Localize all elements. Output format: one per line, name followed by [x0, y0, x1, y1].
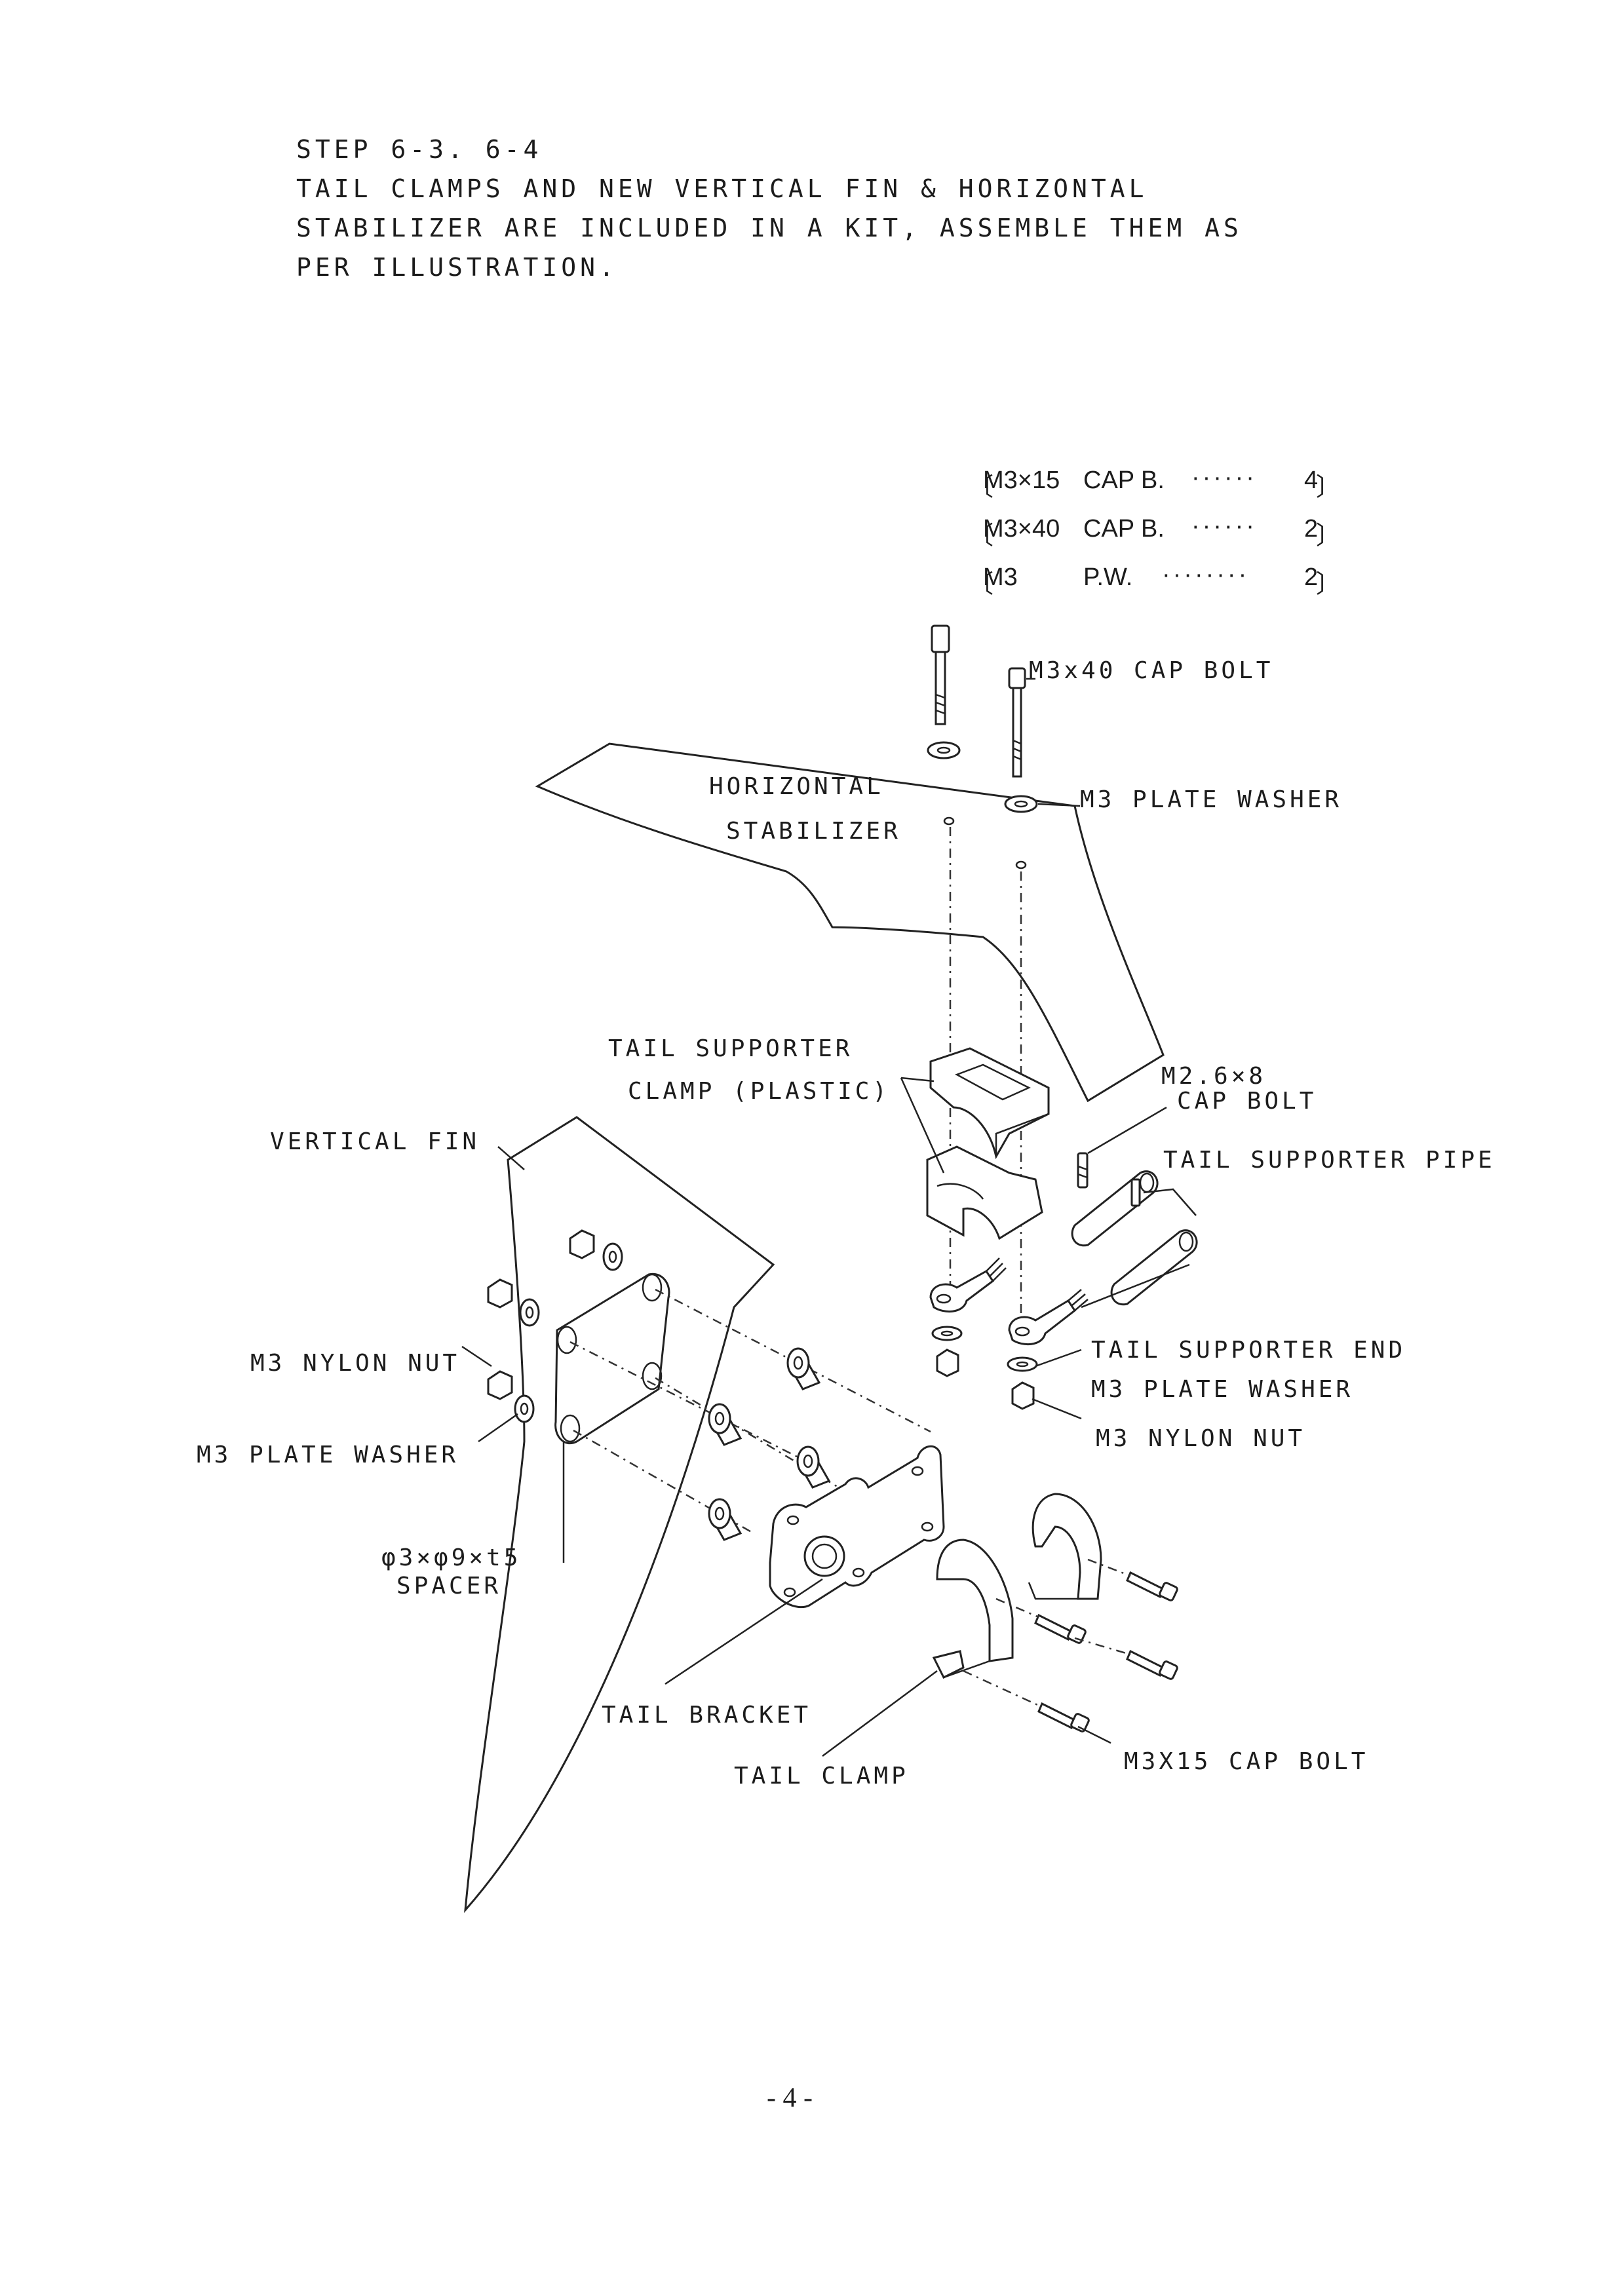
plate-washer-top-left	[927, 741, 961, 759]
label-m3-nylon-nut-right: M3 NYLON NUT	[1096, 1425, 1306, 1452]
nylon-nut-fin-2	[487, 1278, 513, 1309]
fin-mounting-plate	[554, 1272, 670, 1445]
nylon-nut-fin-1	[569, 1229, 595, 1259]
tail-supporter-clamp-lower	[926, 1145, 1043, 1240]
m3x15-bolt-shank-top	[935, 651, 946, 725]
m3x15-bolt-4	[1037, 1702, 1076, 1730]
parts-list-item: 〔 M3 P.W. ········ 2 〕	[969, 561, 1341, 598]
part-name: M3×15	[983, 467, 1060, 494]
tail-clamp-lower	[936, 1539, 1014, 1662]
nylon-nut-fin-3	[487, 1370, 513, 1400]
plate-washer-fin-2	[519, 1298, 540, 1327]
label-horizontal-stabilizer-2: STABILIZER	[726, 818, 901, 845]
part-qty: 2	[1304, 515, 1319, 543]
label-tail-bracket: TAIL BRACKET	[602, 1702, 812, 1729]
label-tail-clamp: TAIL CLAMP	[734, 1763, 909, 1789]
instructions-block: STEP 6-3. 6-4 TAIL CLAMPS AND NEW VERTIC…	[296, 130, 1243, 287]
label-m3-plate-washer-left: M3 PLATE WASHER	[197, 1442, 459, 1468]
parts-list-item: 〔 M3×40 CAP B. ······ 2 〕	[969, 512, 1341, 550]
plate-washer-top-right	[1004, 795, 1038, 813]
nylon-nut-end-left	[936, 1349, 959, 1377]
m3x40-bolt-shank	[1012, 687, 1022, 778]
m3x15-bolt-1	[1126, 1571, 1165, 1599]
pipe-set-screw	[1130, 1178, 1141, 1207]
label-vertical-fin: VERTICAL FIN	[270, 1128, 480, 1155]
instruction-line-2: STABILIZER ARE INCLUDED IN A KIT, ASSEMB…	[296, 214, 1243, 242]
label-m26x8-2: CAP BOLT	[1177, 1088, 1317, 1115]
m3x40-bolt-head	[1008, 667, 1026, 689]
part-kind: CAP B.	[1083, 515, 1165, 543]
part-name: M3	[983, 564, 1018, 591]
m3x15-bolt-2	[1034, 1613, 1073, 1641]
label-m3x40-cap-bolt: M3x40 CAP BOLT	[1029, 657, 1274, 684]
plate-washer-fin-1	[602, 1242, 623, 1271]
part-name: M3×40	[983, 515, 1060, 543]
label-m3-nylon-nut-left: M3 NYLON NUT	[250, 1350, 461, 1377]
tail-supporter-end-right	[1008, 1299, 1077, 1346]
tail-supporter-clamp-upper	[929, 1047, 1050, 1160]
label-spacer-2: SPACER	[396, 1573, 502, 1599]
instruction-line-3: PER ILLUSTRATION.	[296, 253, 618, 282]
plate-washer-end-left	[931, 1326, 963, 1341]
label-tail-supporter-end: TAIL SUPPORTER END	[1091, 1337, 1406, 1364]
parts-list: 〔 M3×15 CAP B. ······ 4 〕 〔 M3×40 CAP B.…	[969, 464, 1375, 612]
parts-list-item: 〔 M3×15 CAP B. ······ 4 〕	[969, 464, 1341, 501]
label-m3-plate-washer-right: M3 PLATE WASHER	[1091, 1376, 1354, 1403]
tail-supporter-end-left	[929, 1270, 995, 1313]
label-horizontal-stabilizer-1: HORIZONTAL	[709, 773, 884, 800]
label-tail-supporter-clamp-1: TAIL SUPPORTER	[608, 1035, 853, 1062]
label-m26x8-1: M2.6×8	[1161, 1063, 1267, 1090]
step-heading: STEP 6-3. 6-4	[296, 135, 543, 164]
nylon-nut-end-right	[1011, 1381, 1035, 1410]
part-qty: 2	[1304, 564, 1319, 591]
m26x8-bolt	[1077, 1152, 1089, 1189]
label-m3-plate-washer-top: M3 PLATE WASHER	[1080, 786, 1343, 813]
plate-washer-end-right	[1007, 1356, 1038, 1372]
label-tail-supporter-pipe: TAIL SUPPORTER PIPE	[1163, 1147, 1495, 1174]
part-kind: P.W.	[1083, 564, 1133, 591]
label-tail-supporter-clamp-2: CLAMP (PLASTIC)	[628, 1078, 891, 1105]
m3x15-bolt-head-top	[931, 624, 950, 653]
leader-lines	[461, 1077, 1190, 1757]
m3x15-bolt-3	[1126, 1649, 1165, 1677]
label-spacer-1: φ3×φ9×t5	[381, 1544, 522, 1571]
vertical-fin-outline	[464, 1116, 775, 1913]
part-kind: CAP B.	[1083, 467, 1165, 494]
tail-clamp-upper	[1032, 1493, 1102, 1600]
part-qty: 4	[1304, 467, 1319, 494]
label-m3x15-cap-bolt: M3X15 CAP BOLT	[1124, 1748, 1369, 1775]
horizontal-stabilizer-outline	[535, 742, 1165, 1103]
plate-washer-fin-3	[514, 1394, 535, 1423]
page-number: - 4 -	[767, 2083, 813, 2113]
tail-bracket	[769, 1445, 945, 1609]
instruction-line-1: TAIL CLAMPS AND NEW VERTICAL FIN & HORIZ…	[296, 174, 1148, 203]
